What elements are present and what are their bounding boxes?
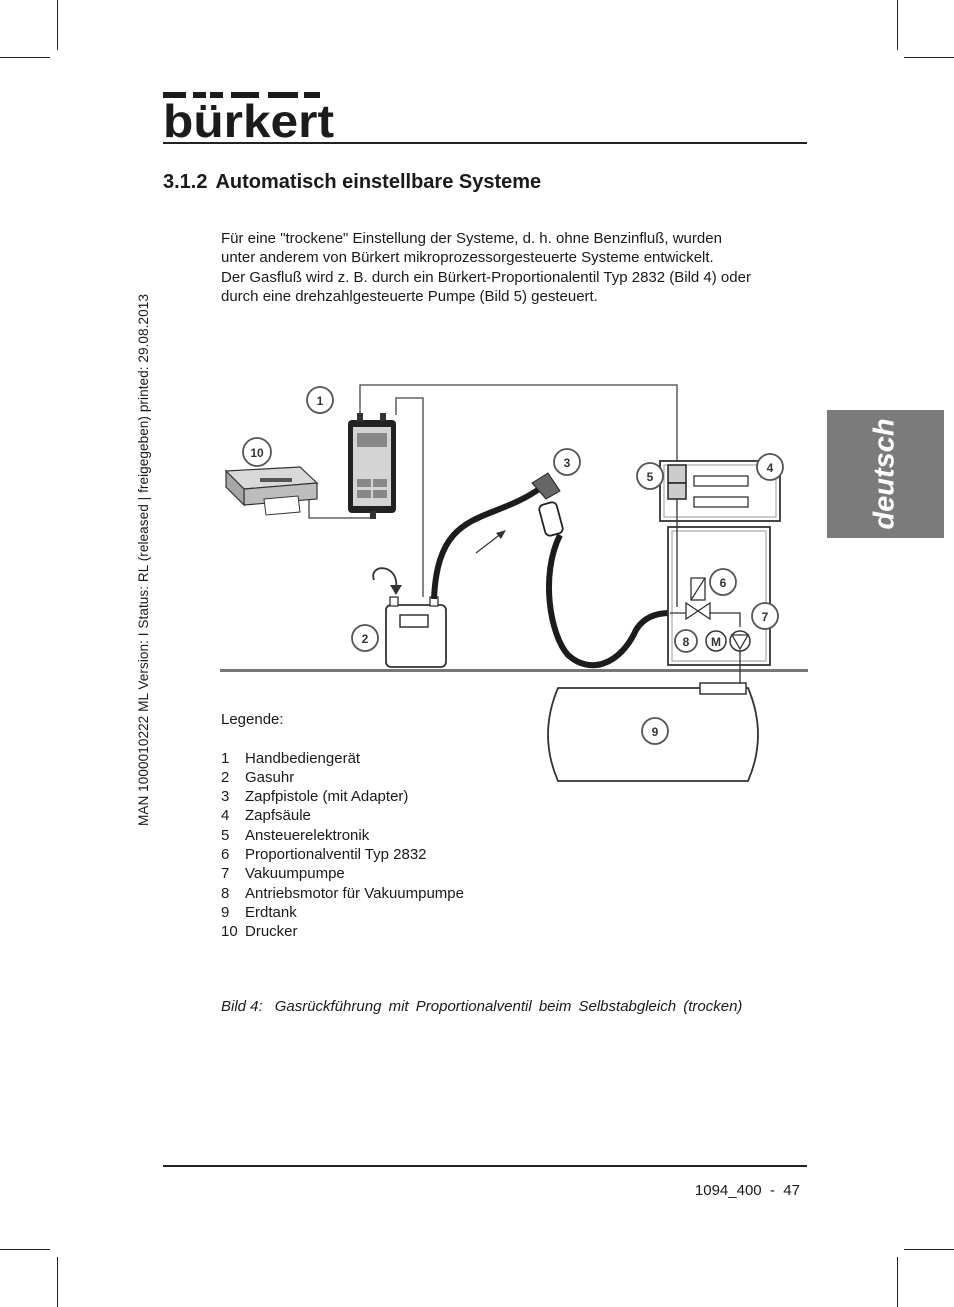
legend-item: 5 Ansteuerelektronik — [221, 826, 464, 845]
legend-label: Zapfpistole (mit Adapter) — [245, 788, 409, 806]
legend-label: Gasuhr — [245, 768, 295, 786]
callout-3: 3 — [553, 448, 581, 476]
legend-label: Ansteuerelektronik — [245, 826, 370, 844]
proportional-valve — [670, 577, 741, 627]
svg-text:7: 7 — [762, 610, 769, 624]
svg-text:6: 6 — [720, 576, 727, 590]
svg-text:3: 3 — [564, 456, 571, 470]
legend-label: Drucker — [245, 923, 298, 941]
crop-mark — [57, 1257, 58, 1307]
legend-item: 6 Proportionalventil Typ 2832 — [221, 845, 464, 864]
figure-caption: Bild 4: Gasrückführung mit Proportionalve… — [221, 998, 742, 1015]
legend-label: Erdtank — [245, 903, 297, 921]
legend-number: 4 — [221, 807, 230, 825]
svg-text:1: 1 — [317, 394, 324, 408]
language-tab-label: deutsch — [868, 418, 901, 530]
legend-label: Antriebsmotor für Vakuumpumpe — [245, 884, 464, 902]
callout-7: 7 — [751, 602, 779, 630]
legend-item: 2 Gasuhr — [221, 768, 464, 787]
svg-text:9: 9 — [652, 725, 659, 739]
crop-mark — [897, 1257, 898, 1307]
svg-text:10: 10 — [250, 446, 264, 460]
legend-label: Zapfsäule — [245, 807, 311, 825]
crop-mark — [897, 0, 898, 50]
legend-label: Handbediengerät — [245, 749, 361, 767]
legend-item: 4 Zapfsäule — [221, 806, 464, 825]
printer — [224, 466, 319, 516]
svg-text:8: 8 — [683, 635, 690, 649]
callout-1: 1 — [306, 386, 334, 414]
header-rule — [163, 142, 807, 144]
callout-5: 5 — [636, 462, 664, 490]
legend-item: 10 Drucker — [221, 922, 464, 941]
control-electronics — [667, 464, 687, 607]
crop-mark — [904, 1249, 954, 1250]
language-tab: deutsch — [827, 410, 944, 538]
legend-title: Legende: — [221, 711, 284, 728]
intro-line: durch eine drehzahlgesteuerte Pumpe (Bil… — [221, 287, 598, 305]
intro-line: Für eine "trockene" Einstellung der Syst… — [221, 230, 722, 247]
svg-text:2: 2 — [362, 632, 369, 646]
legend-number: 5 — [221, 826, 230, 844]
legend-number: 10 — [221, 923, 238, 941]
crop-mark — [0, 1249, 50, 1250]
legend-number: 8 — [221, 884, 230, 902]
callout-9: 9 — [641, 717, 669, 745]
section-number: 3.1.2 — [163, 171, 208, 193]
hand-control-device — [348, 413, 396, 519]
motor-label: M — [711, 635, 721, 649]
legend-item: 7 Vakuumpumpe — [221, 864, 464, 883]
legend-item: 3 Zapfpistole (mit Adapter) — [221, 787, 464, 806]
document-meta: MAN 1000010222 ML Version: I Status: RL … — [136, 294, 151, 826]
section-heading: 3.1.2 Automatisch einstellbare Systeme — [163, 171, 541, 194]
gas-meter — [372, 567, 447, 668]
crop-mark — [57, 0, 58, 50]
logo-text: bürkert — [163, 95, 334, 140]
ground-line — [220, 669, 808, 672]
callout-8: 8 — [674, 629, 698, 653]
section-title: Automatisch einstellbare Systeme — [215, 171, 542, 193]
svg-text:5: 5 — [647, 470, 654, 484]
legend-item: 9 Erdtank — [221, 903, 464, 922]
legend-item: 8 Antriebsmotor für Vakuumpumpe — [221, 884, 464, 903]
pump-assembly: M — [705, 630, 751, 685]
legend-number: 7 — [221, 865, 230, 883]
crop-mark — [904, 57, 954, 58]
intro-line: unter anderem von Bürkert mikroprozessor… — [221, 249, 714, 267]
callout-4: 4 — [756, 453, 784, 481]
footer-rule — [163, 1165, 807, 1167]
svg-text:4: 4 — [767, 461, 774, 475]
legend-number: 6 — [221, 846, 230, 864]
legend-item: 1 Handbediengerät — [221, 749, 464, 768]
legend-number: 9 — [221, 903, 230, 921]
intro-paragraph: Für eine "trockene" Einstellung der Syst… — [221, 229, 811, 306]
caption-text: Gasrückführung mit Proportionalventil be… — [274, 998, 743, 1015]
callout-6: 6 — [709, 568, 737, 596]
caption-label: Bild 4: — [221, 998, 263, 1015]
intro-line: Der Gasfluß wird z. B. durch ein Bürkert… — [221, 268, 751, 286]
callout-10: 10 — [242, 437, 272, 467]
legend-number: 2 — [221, 768, 230, 786]
system-diagram: M 1 2 3 4 5 — [220, 375, 810, 790]
legend-number: 3 — [221, 788, 230, 806]
crop-mark — [0, 57, 50, 58]
legend: Legende: 1 Handbediengerät 2 Gasuhr 3 Zapfp… — [221, 710, 464, 942]
legend-label: Proportionalventil Typ 2832 — [245, 846, 427, 864]
brand-logo: bürkert — [163, 92, 334, 140]
hose-and-nozzle — [431, 472, 671, 669]
page-reference: 1094_400 - 47 — [694, 1182, 800, 1199]
legend-number: 1 — [221, 749, 230, 767]
callout-2: 2 — [351, 624, 379, 652]
legend-label: Vakuumpumpe — [245, 865, 345, 883]
